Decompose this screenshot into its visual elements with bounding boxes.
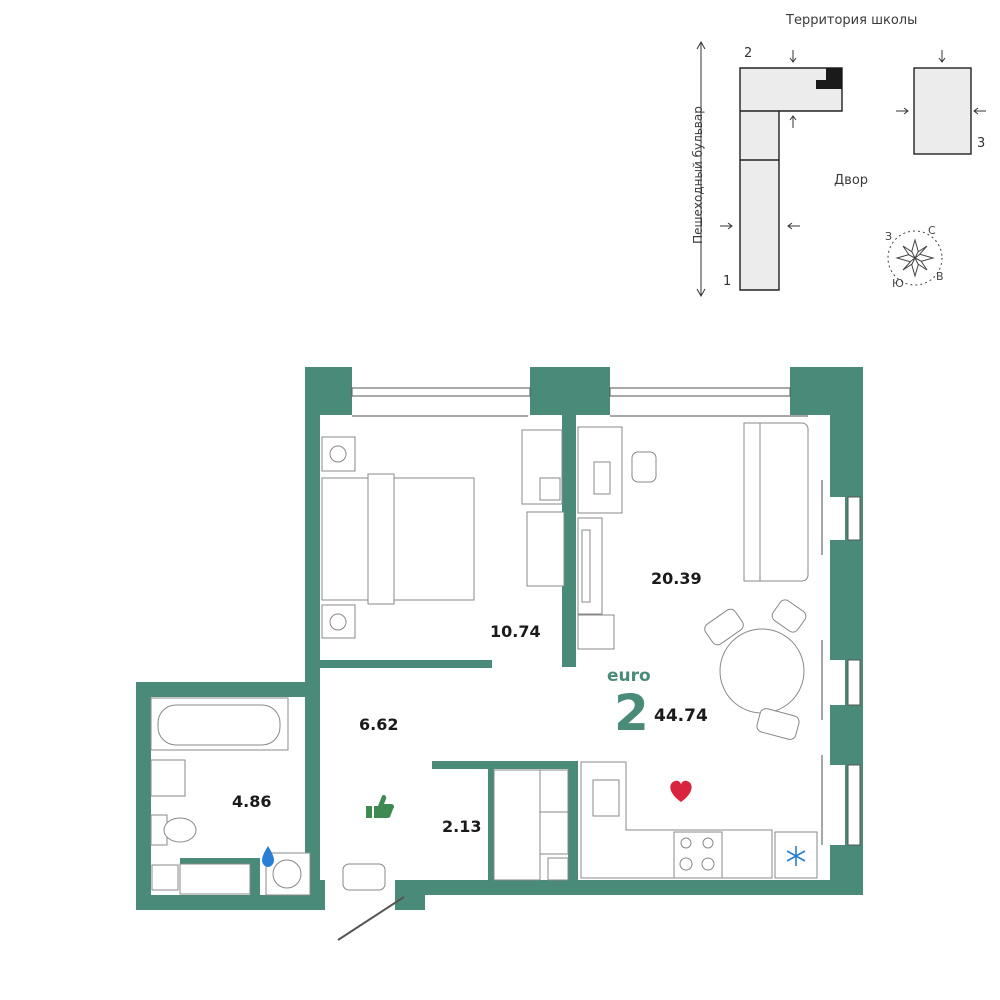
selected-section xyxy=(816,68,842,89)
dining-table xyxy=(719,628,805,714)
storage-rack xyxy=(493,769,541,881)
room-count: 2 xyxy=(614,684,649,742)
site-plan xyxy=(696,40,986,298)
hall-area: 6.62 xyxy=(359,715,399,734)
boulevard-arrow-bottom xyxy=(696,288,706,298)
compass-east: В xyxy=(936,270,944,283)
stove xyxy=(673,831,723,879)
building-2 xyxy=(739,67,843,291)
thumbs-up-icon xyxy=(366,795,395,818)
building-3 xyxy=(913,67,972,155)
windows xyxy=(351,387,861,846)
apartment-type-label: euro xyxy=(607,666,651,686)
building-number-2: 2 xyxy=(744,46,753,61)
total-area: 44.74 xyxy=(654,706,708,726)
storage-area: 2.13 xyxy=(442,817,482,836)
furniture xyxy=(150,422,818,941)
school-territory-label: Территория школы xyxy=(786,13,918,28)
boulevard-label: Пешеходный бульвар xyxy=(691,106,705,244)
bathroom-area: 4.86 xyxy=(232,792,272,811)
entry-door xyxy=(337,896,405,941)
boulevard-arrow-top xyxy=(696,40,706,50)
curtain-rails xyxy=(352,415,823,845)
water-drop-icon xyxy=(262,846,274,867)
kitchen-counter xyxy=(580,761,773,879)
heart-icon xyxy=(670,780,692,802)
snowflake-icon xyxy=(786,846,806,866)
entrance-arrows xyxy=(720,50,986,230)
living-area: 20.39 xyxy=(651,569,702,588)
wardrobe xyxy=(526,511,565,587)
ottoman xyxy=(342,863,386,891)
compass-south: Ю xyxy=(892,277,904,290)
compass-west: З xyxy=(885,230,893,243)
bedroom-area: 10.74 xyxy=(490,622,541,641)
yard-label: Двор xyxy=(834,173,869,188)
building-number-1: 1 xyxy=(723,274,732,289)
compass-north: С xyxy=(928,224,936,237)
sink xyxy=(150,759,186,797)
compass-rose-icon xyxy=(887,230,943,286)
building-number-3: 3 xyxy=(977,136,986,151)
plant-pot xyxy=(577,614,615,650)
